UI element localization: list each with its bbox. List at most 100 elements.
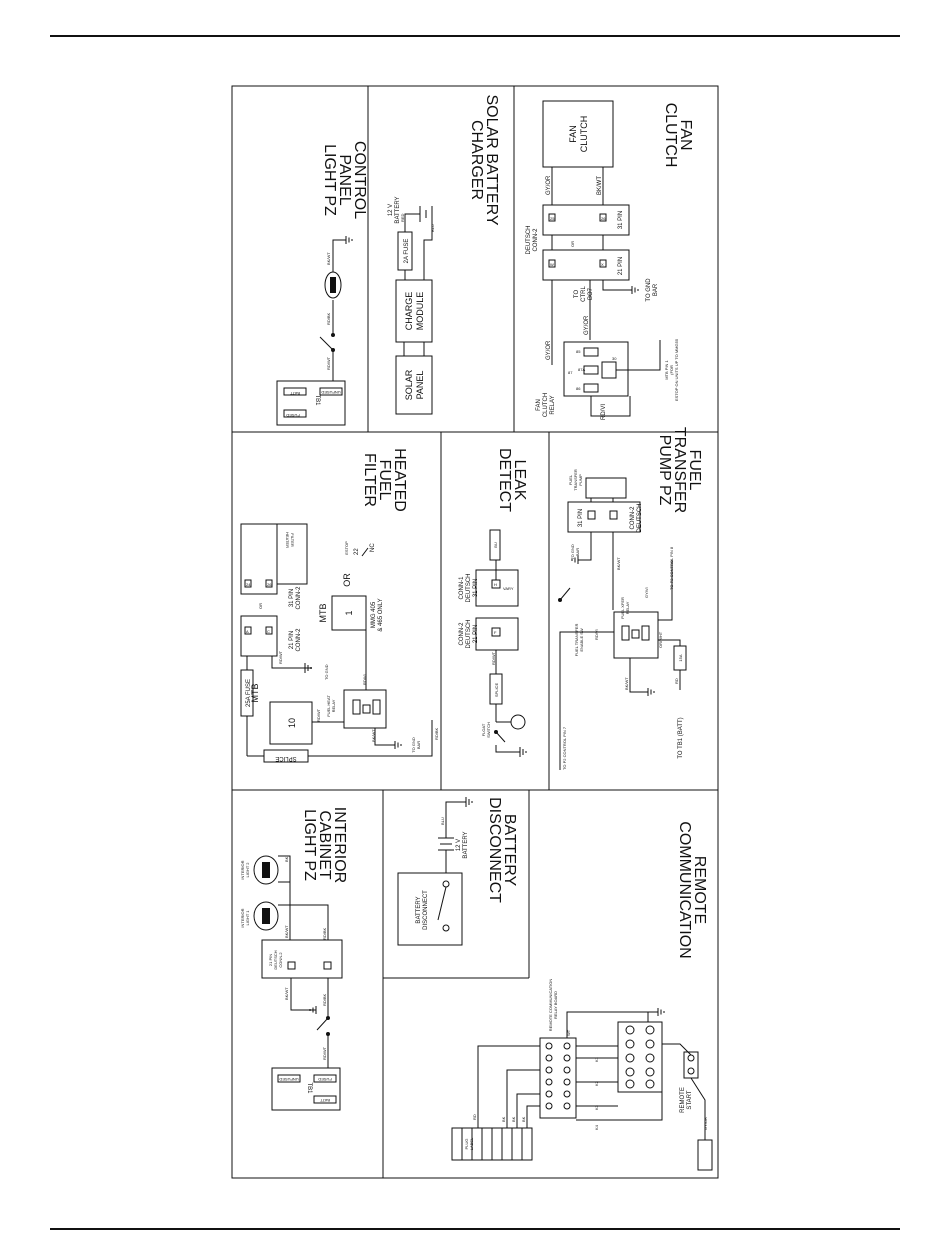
icl-light-2-icon (253, 855, 279, 885)
ld-pin-f: F (494, 630, 497, 635)
icl-conn-2: DEUTSCH (273, 950, 278, 969)
icl-terminal-fused: FUSED (318, 1077, 332, 1082)
ftp-wire-bkwt-2: BK/WT (624, 677, 629, 690)
sbc-charge-module (395, 279, 433, 343)
ftp-to-tb1: TO TB1 (BATT) (678, 717, 684, 758)
icl-conn-3: CONN-2 (278, 952, 283, 968)
ftp-pump (585, 477, 627, 499)
ftp-title-3: PUMP PZ (656, 435, 673, 506)
fc-relay-1: FAN (536, 399, 542, 411)
hff-wire-4: RD/BK (434, 727, 439, 740)
cpl-terminal-unfused: UNFUSED (321, 390, 340, 395)
fc-clutch-1: FAN (568, 125, 578, 143)
cpl-terminal-fused: FUSED (286, 413, 300, 418)
ld-conn21-1: CONN-2 (459, 622, 465, 646)
hff-wire-2: RD/WT (316, 708, 321, 722)
panel-interior-cabinet-light: INTERIOR CABINET LIGHT PZ INTERIOR LIGHT… (240, 807, 348, 1111)
icl-wire-bk: BK (284, 856, 289, 862)
cpl-title-3: LIGHT PZ (321, 144, 338, 216)
sbc-wire-blu: BLU (430, 224, 435, 232)
fc-ground-icon (631, 286, 639, 294)
rc-connector-pins (625, 1025, 655, 1089)
rc-k1: K1 (594, 1056, 599, 1062)
ld-title-1: LEAK (511, 460, 528, 501)
ld-vary: VARY (503, 586, 514, 591)
icl-light1-2: LIGHT 1 (245, 910, 250, 926)
cpl-wire-1: RD/WT (326, 356, 331, 370)
panel-leak-detect: LEAK DETECT H F VARY CONN-1 DEUTSCH 31 P… (459, 448, 528, 757)
panel-remote-communication: REMOTE COMMUNICATION REMOTE COMMUNICATIO… (451, 821, 713, 1171)
rc-plug-2: LABEL (469, 1137, 474, 1150)
ftp-conn (567, 501, 641, 533)
hff-tognd-2: TO GND (324, 664, 329, 680)
ftp-title-1: FUEL (686, 450, 703, 491)
fc-deutsch: DEUTSCH (526, 225, 532, 254)
icl-title-3: LIGHT PZ (301, 809, 318, 881)
bd-battery-2: BATTERY (463, 831, 469, 858)
fc-pin-25: 25 (550, 216, 555, 221)
ld-conn21-3: 21 PIN (473, 625, 479, 643)
hff-estop-nc: NC (370, 543, 376, 552)
hff-pin-a: A (246, 629, 249, 634)
bd-title-2: DISCONNECT (486, 797, 503, 903)
fc-clutch-2: CLUTCH (579, 116, 589, 153)
rc-k3: K3 (594, 1104, 599, 1110)
hff-fuse-label: 25A FUSE (246, 679, 252, 707)
panel-fan-clutch: FAN CLUTCH FAN CLUTCH 25 26 W X 31 PIN 2… (526, 100, 694, 420)
ftp-pump-1: FUEL (568, 474, 573, 485)
sbc-fuse-label: 2A FUSE (404, 239, 410, 264)
panel-battery-disconnect: BATTERY DISCONNECT BATTERY DISCONNECT 12… (397, 797, 518, 946)
ftp-title-2: TRANSFER (671, 427, 688, 513)
hff-estop: ESTOP (344, 541, 349, 555)
hff-filter-1: FILTER (290, 533, 295, 547)
ftp-wire-gyvi: GY/VI (644, 587, 649, 598)
rc-wire-rd: RD (472, 1114, 477, 1120)
rc-connector (617, 1021, 663, 1093)
cpl-title-1: CONTROL (351, 141, 368, 219)
ftp-wire-rdvi: RD/VI (594, 629, 599, 640)
rc-title-1: REMOTE (691, 856, 708, 924)
cpl-wire-2: RD/BK (326, 312, 331, 325)
ld-title-2: DETECT (496, 448, 513, 512)
hff-title-3: FILTER (361, 453, 378, 507)
fc-pin-w: W (550, 262, 554, 267)
fc-gnd-2: BAR (653, 283, 659, 296)
sbc-battery-1: 12 V (388, 204, 394, 216)
hff-or: OR (258, 603, 263, 609)
ftp-fuse-label: 15A (678, 654, 683, 661)
hff-wire-3: BK/WT (371, 729, 376, 742)
icl-terminal-unfused: UNFUSED (279, 1077, 298, 1082)
hff-ground-icon (394, 741, 402, 749)
cpl-wire-3: BK/WT (326, 252, 331, 265)
hff-relay-1: FUEL HEAT (326, 695, 331, 717)
rc-k2: K2 (594, 1080, 599, 1086)
panel-control-panel-light: CONTROL PANEL LIGHT PZ TB1 FUSED UNFUSED… (276, 141, 368, 426)
fc-title-1: FAN (677, 119, 694, 150)
sbc-solar-panel (395, 355, 433, 415)
hff-mmg-2: & 465 ONLY (378, 598, 384, 631)
ftp-relay-2: RELAY (625, 601, 630, 614)
icl-light1-1: INTERIOR (240, 908, 245, 927)
icl-conn-1: 21 PIN (268, 954, 273, 966)
rc-k4: K4 (594, 1124, 599, 1130)
rc-board-2: RELAY BOARD (553, 991, 558, 1019)
fc-conn-21 (542, 249, 630, 281)
icl-wire-rdbk-2: RD/BK (322, 927, 327, 940)
fc-title-2: CLUTCH (662, 103, 679, 168)
hff-wire-1: RD/WT (278, 650, 283, 664)
fc-relay-pin-30: 30 (612, 356, 617, 361)
fc-relay-pin-87: 87 (568, 370, 573, 375)
rc-title-2: COMMUNICATION (676, 821, 693, 958)
ld-splice-label: SPLICE (494, 683, 499, 698)
bd-battery-1: 12 V (456, 839, 462, 851)
bd-wire-blu: BLU (440, 817, 445, 825)
ftp-switch (559, 587, 571, 601)
rc-board-1: REMOTE COMMUNICATION (548, 979, 553, 1032)
icl-light2-2: LIGHT 2 (245, 862, 250, 878)
hff-splice-label: SPLICE (275, 755, 296, 761)
ftp-relay-1: FUEL XFER (620, 597, 625, 619)
fc-relay-pin-87a: 87A (578, 367, 585, 372)
fc-wire-gyor-1: GY/OR (546, 175, 552, 195)
panel-fuel-transfer-pump: FUEL TRANSFER PUMP PZ FUEL TRANSFER PUMP… (558, 427, 703, 770)
